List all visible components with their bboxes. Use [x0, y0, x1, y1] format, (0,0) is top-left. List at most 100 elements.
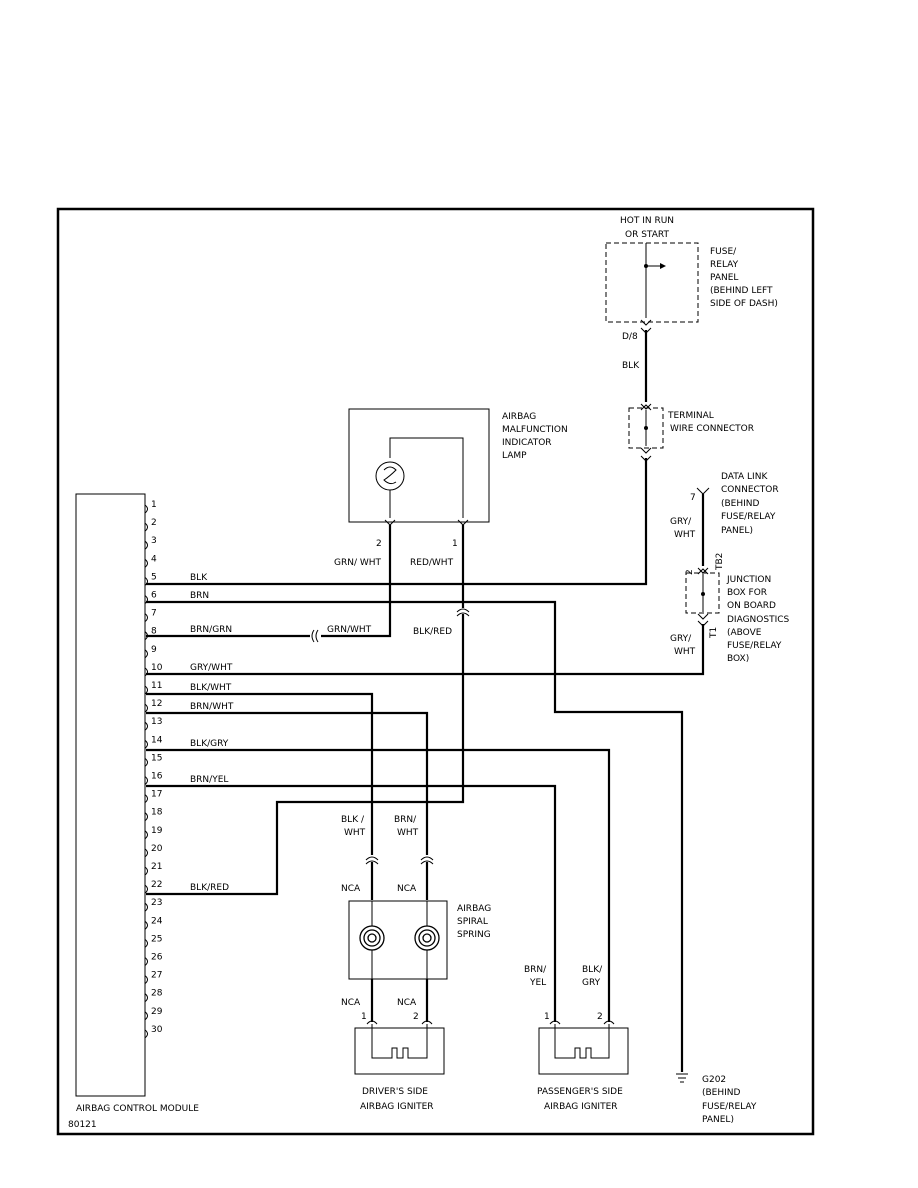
power-label-1: HOT IN RUN	[620, 216, 674, 226]
airbag-spiral-spring	[348, 900, 448, 980]
dlc-label-4: FUSE/RELAY	[721, 512, 776, 522]
module-pin-stub	[144, 866, 148, 876]
wire-label-pin10: BLK/WHT	[190, 683, 232, 693]
power-label-2: OR START	[625, 230, 669, 240]
module-pin-number: 26	[151, 953, 163, 963]
nca-top-left: NCA	[341, 884, 361, 894]
pass-left-color-1: BRN/	[524, 965, 547, 975]
drv-left-color-1: BLK /	[341, 815, 365, 825]
fuse-wire-color: BLK	[622, 361, 640, 371]
lamp-wire-blkred: BLK/RED	[413, 627, 452, 637]
module-pin-number: 4	[151, 554, 157, 564]
module-pin-stub	[144, 830, 148, 840]
lamp-label-3: INDICATOR	[502, 438, 552, 448]
module-pin-stub	[144, 577, 148, 586]
module-pin-number: 13	[151, 717, 162, 727]
junction-label-2: BOX FOR	[727, 588, 767, 598]
module-pin-number: 12	[151, 699, 162, 709]
module-pin-stub	[144, 1011, 148, 1021]
module-pin-number: 23	[151, 898, 162, 908]
module-pin-number: 2	[151, 518, 157, 528]
dlc-pin: 7	[690, 493, 696, 503]
fuse-cavity: D/8	[622, 332, 638, 342]
spiral-coil-right	[414, 925, 440, 951]
module-pin-number: 15	[151, 753, 162, 763]
module-pin-number: 18	[151, 808, 163, 818]
drv-left-color-2: WHT	[344, 828, 366, 838]
nca-bottom-right: NCA	[397, 998, 417, 1008]
diagram-border	[56, 207, 815, 1136]
driver-pin-1: 1	[361, 1012, 367, 1022]
module-pin-stub	[144, 540, 148, 550]
junction-label-1: JUNCTION	[726, 575, 771, 585]
module-pin-number: 20	[151, 844, 163, 854]
panel-line-4: (BEHIND LEFT	[710, 286, 773, 296]
driver-airbag-igniter	[354, 1027, 445, 1075]
dlc-label-5: PANEL)	[721, 526, 753, 536]
module-pin-stub	[144, 685, 148, 695]
ground-label-4: PANEL)	[702, 1115, 734, 1125]
pass-right-color-2: GRY	[582, 978, 601, 988]
wire-label-pin9: GRY/WHT	[190, 663, 233, 673]
module-pin-stub	[144, 613, 148, 622]
junction-pin-2: 2	[685, 569, 695, 575]
wire-grnwht-after: GRN/WHT	[327, 625, 372, 635]
nca-top-right: NCA	[397, 884, 417, 894]
module-pin-stub	[144, 920, 148, 930]
passenger-pin-2: 2	[597, 1012, 603, 1022]
passenger-pin-1: 1	[544, 1012, 550, 1022]
module-pin-number: 30	[151, 1025, 163, 1035]
lamp-label-1: AIRBAG	[502, 412, 536, 422]
module-pin-number: 14	[151, 735, 163, 745]
module-pin-stub	[144, 848, 148, 858]
dlc-label-1: DATA LINK	[721, 472, 768, 482]
lamp-wire-redwht: RED/WHT	[410, 558, 454, 568]
lamp-pin-2: 2	[376, 539, 382, 549]
airbag-control-module	[75, 493, 146, 1097]
module-pin-number: 7	[151, 609, 157, 619]
wire-label-pin7: BRN/GRN	[190, 625, 232, 635]
pass-left-color-2: YEL	[529, 978, 546, 988]
module-pin-number: 6	[151, 591, 157, 601]
module-pin-number: 10	[151, 663, 163, 673]
module-pin-number: 27	[151, 971, 162, 981]
module-pin-number: 8	[151, 627, 157, 637]
driver-pin-2: 2	[413, 1012, 419, 1022]
module-pin-stub	[144, 812, 148, 822]
dlc-wire-top-2: WHT	[674, 530, 696, 540]
spiral-label-2: SPIRAL	[457, 917, 488, 927]
module-pins: 1234567891011121314151617181920212223242…	[144, 500, 163, 1039]
dlc-label-2: CONNECTOR	[721, 485, 779, 495]
module-pin-stub	[144, 739, 148, 749]
module-pin-number: 21	[151, 862, 162, 872]
panel-line-5: SIDE OF DASH)	[710, 299, 778, 309]
module-pin-number: 25	[151, 934, 162, 944]
dlc-wire-bottom-2: WHT	[674, 647, 696, 657]
module-pin-stub	[144, 1029, 148, 1039]
wire-label-pin6: BRN	[190, 591, 209, 601]
junction-label-6: FUSE/RELAY	[727, 641, 782, 651]
module-pin-stub	[144, 975, 148, 984]
module-pin-number: 16	[151, 772, 163, 782]
module-pin-stub	[144, 721, 148, 731]
module-pin-number: 19	[151, 826, 163, 836]
ground-label-2: (BEHIND	[702, 1088, 741, 1098]
terminal-label-1: TERMINAL	[667, 411, 714, 421]
module-pin-stub	[144, 993, 148, 1003]
wire-label-pin11: BRN/WHT	[190, 702, 234, 712]
lamp-pin-1: 1	[452, 539, 458, 549]
terminal-label-2: WIRE CONNECTOR	[670, 424, 754, 434]
dlc-wire-top-1: GRY/	[670, 517, 692, 527]
lamp-wire-grnwht: GRN/ WHT	[334, 558, 382, 568]
spiral-coil-left	[359, 925, 385, 951]
junction-code-top: TB2	[715, 553, 725, 571]
module-pin-stub	[144, 884, 148, 894]
airbag-malfunction-indicator-lamp	[348, 408, 490, 523]
junction-label-5: (ABOVE	[727, 628, 762, 638]
junction-code-bottom: T1	[709, 627, 719, 639]
module-pin-stub	[144, 649, 148, 659]
ground-label-3: FUSE/RELAY	[702, 1102, 757, 1112]
nca-bottom-left: NCA	[341, 998, 361, 1008]
ground-label-1: G202	[702, 1075, 726, 1085]
